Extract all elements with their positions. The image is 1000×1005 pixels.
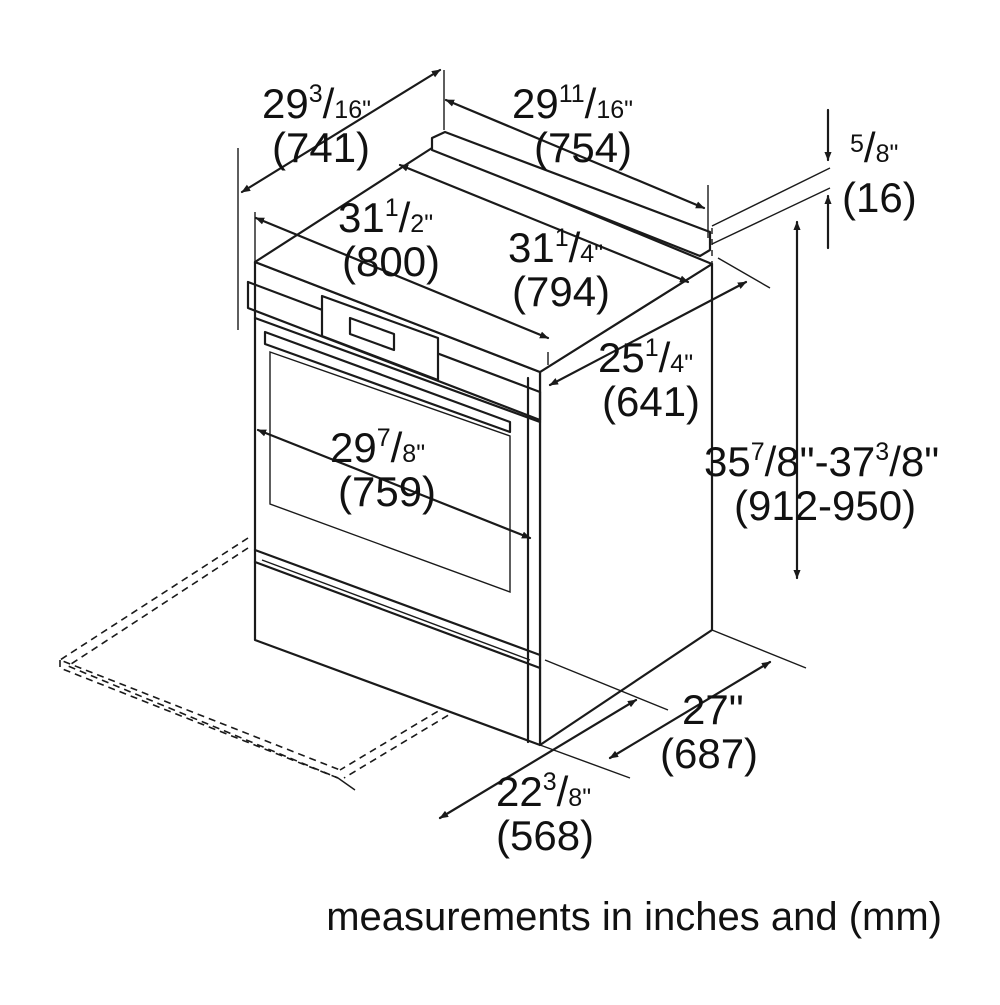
arrow-oven-width	[256, 428, 532, 540]
label-top-width-back: 2911/16"	[512, 80, 633, 127]
label-top-depth-left: 293/16"	[262, 80, 371, 127]
arrow-door-open-depth	[438, 698, 638, 820]
label-trim-thickness: 5/8"	[850, 124, 898, 171]
label-top-depth-left-mm: (741)	[272, 124, 370, 171]
label-trim-thickness-mm: (16)	[842, 174, 917, 221]
label-cooktop-depth-mm: (800)	[342, 238, 440, 285]
label-side-depth-mm: (641)	[602, 378, 700, 425]
label-cooktop-depth: 311/2"	[338, 194, 433, 241]
label-height: 357/8"-373/8"	[704, 438, 939, 485]
dimension-labels: 293/16" (741) 2911/16" (754) 5/8" (16) 3…	[262, 80, 939, 859]
label-oven-width-mm: (759)	[338, 468, 436, 515]
label-door-open-depth-mm: (568)	[496, 812, 594, 859]
label-base-depth: 27"	[682, 686, 744, 733]
label-height-mm: (912-950)	[734, 482, 916, 529]
arrow-side-depth	[548, 280, 748, 387]
label-cooktop-width: 311/4"	[508, 224, 603, 271]
units-caption: measurements in inches and (mm)	[326, 895, 942, 939]
label-base-depth-mm: (687)	[660, 730, 758, 777]
dimension-arrows	[240, 68, 832, 820]
label-side-depth: 251/4"	[598, 334, 693, 381]
range-appliance	[246, 130, 714, 747]
label-cooktop-width-mm: (794)	[512, 268, 610, 315]
storage-drawer	[253, 560, 542, 670]
arrow-cooktop-width	[398, 163, 690, 284]
label-door-open-depth: 223/8"	[496, 768, 591, 815]
label-top-width-back-mm: (754)	[534, 124, 632, 171]
label-oven-width: 297/8"	[330, 424, 425, 471]
arrow-top-depth-left	[240, 68, 442, 194]
door-open-footprint	[58, 537, 521, 779]
